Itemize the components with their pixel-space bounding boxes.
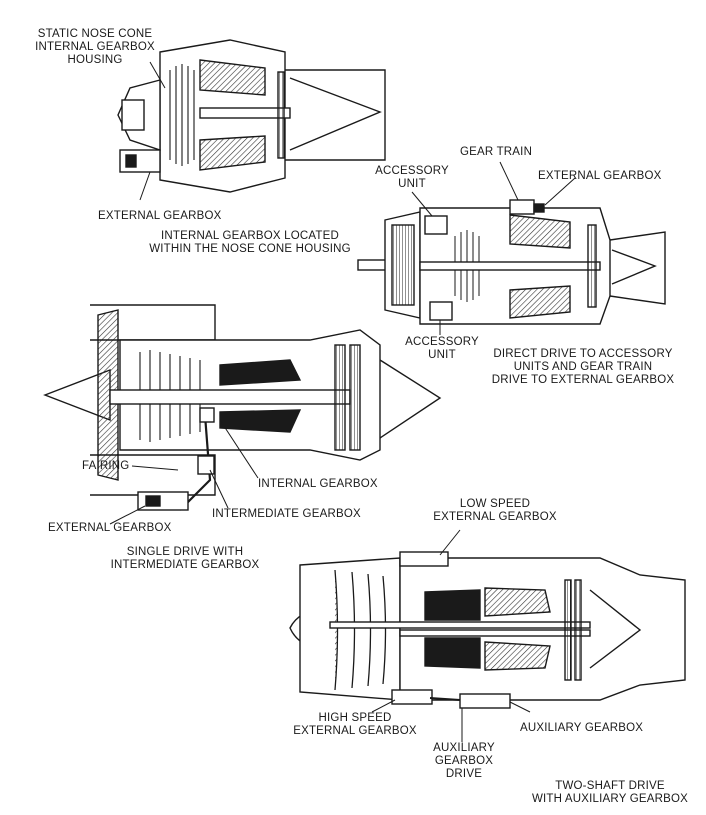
leaders-engine-3 <box>109 419 259 525</box>
label-external-gearbox-right: EXTERNAL GEARBOX <box>538 170 662 182</box>
engine-nose-cone-gearbox <box>117 39 386 193</box>
caption-direct-drive: DIRECT DRIVE TO ACCESSORY UNITS AND GEAR… <box>491 348 675 386</box>
label-fairing: FAIRING <box>82 460 130 472</box>
label-accessory-unit-bottom: ACCESSORY UNIT <box>405 336 479 361</box>
label-auxiliary-gearbox: AUXILIARY GEARBOX <box>520 722 644 734</box>
engine-direct-drive <box>357 199 666 325</box>
label-intermediate-gearbox: INTERMEDIATE GEARBOX <box>212 508 361 520</box>
label-external-gearbox-left: EXTERNAL GEARBOX <box>48 522 172 534</box>
engine-two-shaft <box>289 551 686 709</box>
label-external-gearbox-top: EXTERNAL GEARBOX <box>98 210 222 222</box>
engine-single-drive <box>43 304 442 511</box>
label-static-nose-cone: STATIC NOSE CONE INTERNAL GEARBOX HOUSIN… <box>35 28 155 66</box>
label-auxiliary-gearbox-drive: AUXILIARY GEARBOX DRIVE <box>433 742 495 780</box>
label-high-speed-external-gearbox: HIGH SPEED EXTERNAL GEARBOX <box>293 712 417 737</box>
label-accessory-unit-top: ACCESSORY UNIT <box>375 165 449 190</box>
label-gear-train: GEAR TRAIN <box>460 146 533 158</box>
caption-two-shaft: TWO-SHAFT DRIVE WITH AUXILIARY GEARBOX <box>531 780 689 805</box>
leaders-engine-2 <box>411 161 576 335</box>
label-internal-gearbox: INTERNAL GEARBOX <box>258 478 378 490</box>
leaders-engine-4 <box>371 529 531 742</box>
leaders-engine-1 <box>139 61 166 201</box>
caption-internal-gearbox: INTERNAL GEARBOX LOCATED WITHIN THE NOSE… <box>149 230 351 255</box>
label-low-speed-external-gearbox: LOW SPEED EXTERNAL GEARBOX <box>433 498 557 523</box>
caption-single-drive: SINGLE DRIVE WITH INTERMEDIATE GEARBOX <box>110 546 260 571</box>
